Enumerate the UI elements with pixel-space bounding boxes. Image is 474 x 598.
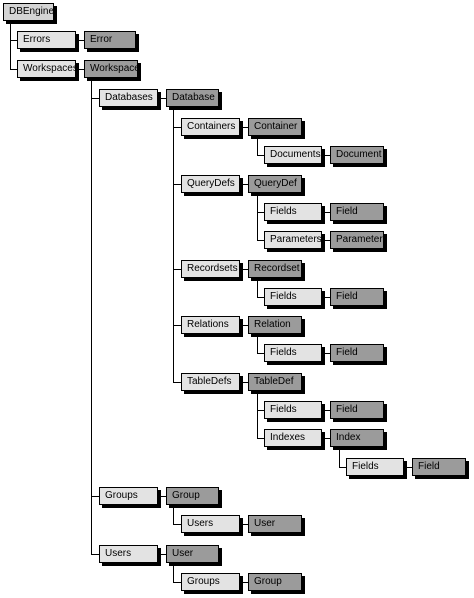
database-object-node: Database — [166, 89, 219, 107]
parameters-collection-node: Parameters — [264, 231, 322, 249]
groups-collection-node: Groups — [99, 487, 158, 505]
workspace-object-node: Workspace — [84, 60, 138, 78]
tabledefs-collection-node: TableDefs — [181, 373, 240, 391]
recordset-fields-collection-node: Fields — [264, 288, 322, 306]
user-groups-collection-node: Groups — [181, 573, 240, 591]
parameter-object-node: Parameter — [330, 231, 384, 249]
databases-collection-node: Databases — [99, 89, 158, 107]
tabledef-object-node: TableDef — [248, 373, 302, 391]
workspaces-collection-node: Workspaces — [17, 60, 76, 78]
containers-collection-node: Containers — [181, 118, 240, 136]
errors-collection-node: Errors — [17, 31, 76, 49]
querydefs-collection-node: QueryDefs — [181, 175, 240, 193]
documents-collection-node: Documents — [264, 146, 322, 164]
index-object-node: Index — [330, 429, 384, 447]
querydef-fields-collection-node: Fields — [264, 203, 322, 221]
recordset-object-node: Recordset — [248, 260, 302, 278]
dbengine-node: DBEngine — [3, 3, 54, 21]
tabledef-fields-collection-node: Fields — [264, 401, 322, 419]
user-group-object-node: Group — [248, 573, 302, 591]
group-user-object-node: User — [248, 515, 302, 533]
user-object-node: User — [166, 545, 219, 563]
indexes-collection-node: Indexes — [264, 429, 322, 447]
relation-field-object-node: Field — [330, 344, 384, 362]
group-object-node: Group — [166, 487, 219, 505]
recordset-field-object-node: Field — [330, 288, 384, 306]
document-object-node: Document — [330, 146, 384, 164]
group-users-collection-node: Users — [181, 515, 240, 533]
index-field-object-node: Field — [412, 458, 466, 476]
container-object-node: Container — [248, 118, 302, 136]
users-collection-node: Users — [99, 545, 158, 563]
relation-fields-collection-node: Fields — [264, 344, 322, 362]
tabledef-field-object-node: Field — [330, 401, 384, 419]
recordsets-collection-node: Recordsets — [181, 260, 240, 278]
querydef-field-object-node: Field — [330, 203, 384, 221]
relation-object-node: Relation — [248, 316, 302, 334]
querydef-object-node: QueryDef — [248, 175, 302, 193]
relations-collection-node: Relations — [181, 316, 240, 334]
index-fields-collection-node: Fields — [346, 458, 404, 476]
error-object-node: Error — [84, 31, 136, 49]
